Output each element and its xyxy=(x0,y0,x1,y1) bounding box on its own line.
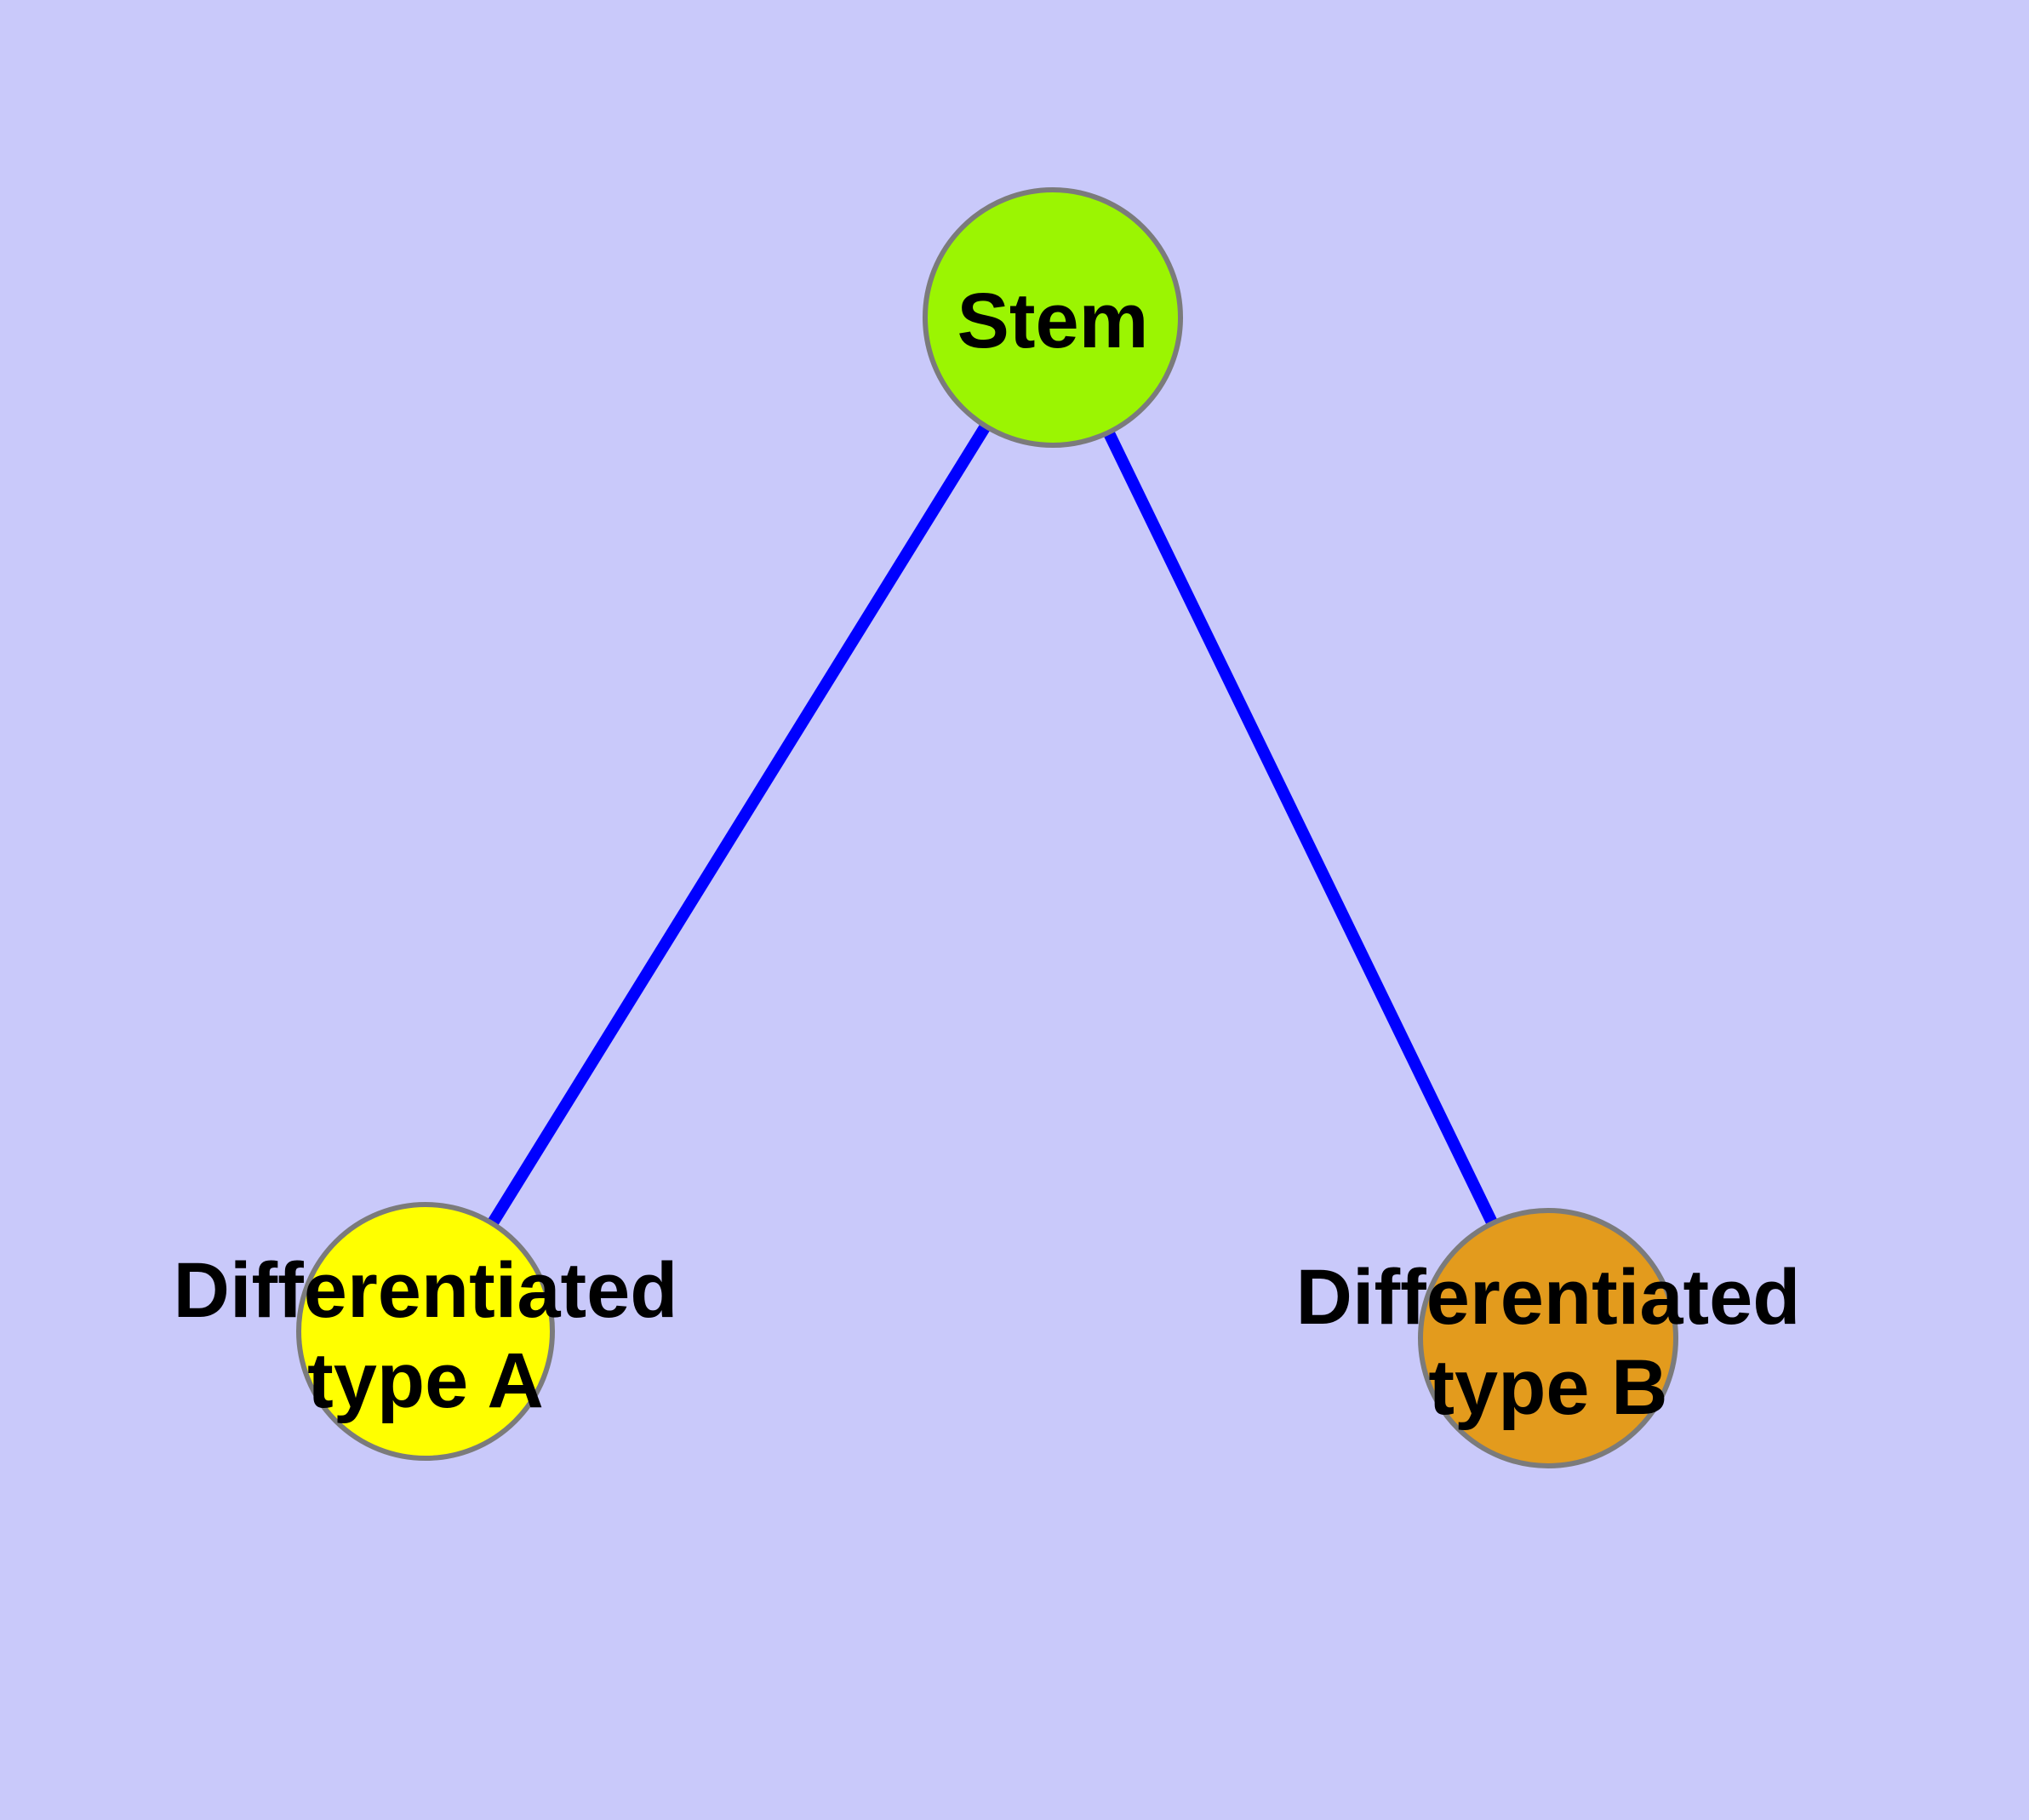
node-differentiated-type-b: Differentiated type B xyxy=(1296,1208,1801,1468)
node-type-a-circle xyxy=(296,1202,555,1461)
node-type-b-circle xyxy=(1418,1208,1678,1468)
node-stem-circle xyxy=(923,187,1183,448)
node-type-b-label-line2: type B xyxy=(1428,1344,1667,1431)
node-type-a-label-line2: type A xyxy=(307,1337,544,1424)
node-type-a-label-line1: Differentiated xyxy=(174,1247,678,1334)
node-stem-label: Stem xyxy=(957,278,1149,364)
edge-stem-to-type-a xyxy=(420,314,1058,1335)
edge-layer xyxy=(420,314,1554,1342)
edge-stem-to-type-b xyxy=(1047,314,1554,1342)
node-stem: Stem xyxy=(923,187,1183,448)
node-differentiated-type-a: Differentiated type A xyxy=(174,1202,678,1461)
node-type-b-label-line1: Differentiated xyxy=(1296,1254,1801,1341)
